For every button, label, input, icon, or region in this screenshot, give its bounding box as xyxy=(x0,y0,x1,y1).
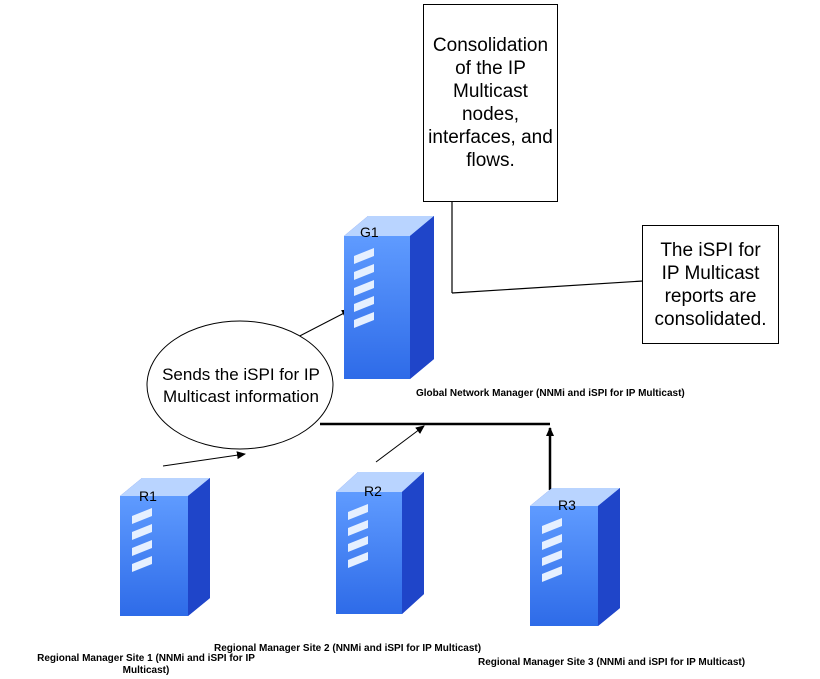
callout-consolidation: Consolidation of the IP Multicast nodes,… xyxy=(423,4,558,202)
server-tower-icon xyxy=(120,478,210,616)
server-label-g1: G1 xyxy=(360,224,379,240)
ellipse-text: Sends the iSPI for IP Multicast informat… xyxy=(162,365,320,406)
server-r1[interactable]: R1 xyxy=(120,478,210,616)
server-r2[interactable]: R2 xyxy=(336,472,424,614)
arrow-r2-to-bus xyxy=(375,425,425,463)
arrow-r1-to-ellipse xyxy=(162,451,246,467)
callout-reports: The iSPI for IP Multicast reports are co… xyxy=(642,225,779,344)
server-tower-icon xyxy=(530,488,620,626)
server-r3[interactable]: R3 xyxy=(530,488,620,626)
server-tower-icon xyxy=(344,216,434,379)
caption-regional-site-2: Regional Manager Site 2 (NNMi and iSPI f… xyxy=(214,643,482,654)
caption-regional-site-3: Regional Manager Site 3 (NNMi and iSPI f… xyxy=(478,657,746,668)
server-g1[interactable]: G1 xyxy=(344,216,434,379)
caption-global-manager: Global Network Manager (NNMi and iSPI fo… xyxy=(416,388,685,399)
server-label-r2: R2 xyxy=(364,483,382,499)
server-label-r3: R3 xyxy=(558,497,576,513)
caption-regional-site-1: Regional Manager Site 1 (NNMi and iSPI f… xyxy=(37,653,255,676)
server-tower-icon xyxy=(336,472,424,614)
server-label-r1: R1 xyxy=(139,488,157,504)
info-ellipse xyxy=(146,320,334,450)
callout-connector-reports xyxy=(451,280,644,294)
